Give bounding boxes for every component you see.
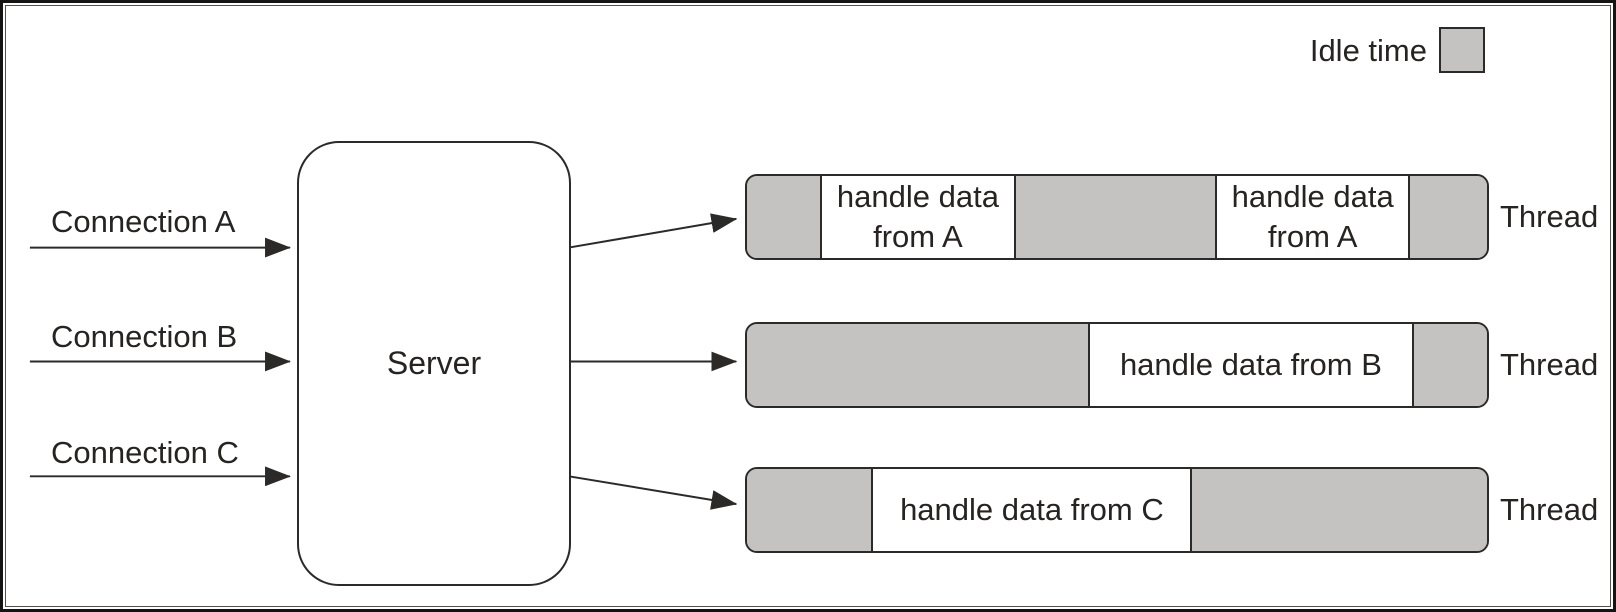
thread-bar: handle data from C	[745, 467, 1489, 553]
server-to-thread-c-arrow	[568, 475, 738, 510]
thread-label: Thread	[1500, 199, 1599, 234]
arrows-layer	[29, 213, 738, 510]
thread-label: Thread	[1500, 347, 1599, 382]
thread-segment-idle	[1413, 324, 1487, 406]
segment-label: handle data from A	[1231, 178, 1394, 254]
segment-label: handle data from A	[836, 178, 999, 254]
thread-segment-idle	[747, 176, 820, 258]
thread-segment-busy: handle data from C	[871, 469, 1193, 551]
thread-segment-idle	[747, 469, 872, 551]
thread-bar: handle data from B	[745, 322, 1489, 408]
connection-label: Connection A	[51, 204, 236, 239]
thread-segment-idle	[1016, 176, 1216, 258]
thread-segment-busy: handle data from A	[1215, 176, 1410, 258]
connection-label: Connection C	[51, 435, 239, 470]
thread-bar: handle data from A handle data from A	[745, 174, 1489, 260]
idle-time-swatch	[1439, 27, 1485, 73]
legend-label: Idle time	[1309, 32, 1427, 68]
segment-label: handle data from B	[1119, 346, 1382, 382]
server-to-thread-a-arrow	[568, 213, 738, 249]
segment-label: handle data from C	[900, 491, 1164, 527]
thread-segment-busy: handle data from A	[819, 176, 1017, 258]
server-box: Server	[297, 141, 571, 586]
connection-label: Connection B	[51, 319, 238, 354]
thread-segment-idle	[747, 324, 1089, 406]
legend: Idle time	[1310, 25, 1485, 75]
thread-segment-idle	[1192, 469, 1487, 551]
thread-segment-idle	[1410, 176, 1487, 258]
thread-segment-busy: handle data from B	[1088, 324, 1414, 406]
server-label: Server	[386, 345, 482, 381]
thread-label: Thread	[1500, 492, 1599, 527]
